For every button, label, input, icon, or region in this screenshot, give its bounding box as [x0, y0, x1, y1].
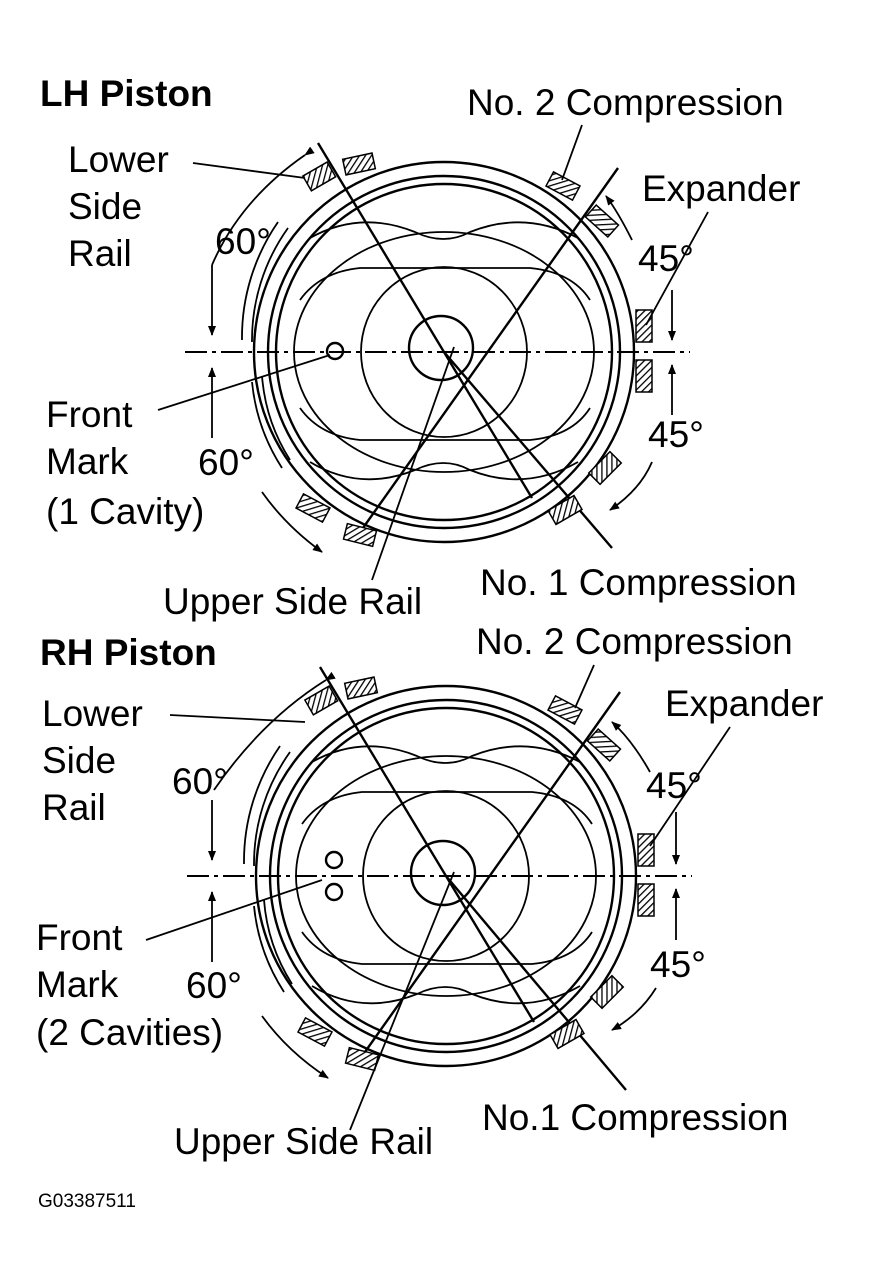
rh-angle-top-left: 60°	[172, 761, 228, 802]
rh-lower-side-rail-line1: Lower	[42, 693, 143, 734]
lh-lower-side-rail-line3: Rail	[68, 233, 132, 274]
rh-piston-group: RH Piston	[36, 621, 823, 1162]
rh-no2-compression-label: No. 2 Compression	[476, 621, 793, 662]
lh-front-mark-line2: Mark	[46, 441, 129, 482]
rh-front-mark-line2: Mark	[36, 964, 119, 1005]
rh-angle-bottom-left: 60°	[186, 965, 242, 1006]
lh-lower-side-rail-line2: Side	[68, 186, 142, 227]
lh-angle-top-right: 45°	[638, 238, 694, 279]
rh-lower-side-rail-line3: Rail	[42, 787, 106, 828]
lh-piston-title: LH Piston	[40, 73, 213, 114]
lh-upper-side-rail-label: Upper Side Rail	[163, 581, 422, 622]
lh-no1-compression-label: No. 1 Compression	[480, 562, 797, 603]
lh-angle-bottom-left: 60°	[198, 442, 254, 483]
lh-lower-side-rail-line1: Lower	[68, 139, 169, 180]
lh-angle-top-left: 60°	[215, 221, 271, 262]
rh-lower-side-rail-line2: Side	[42, 740, 116, 781]
lh-front-mark-line1: Front	[46, 394, 133, 435]
lh-piston-drawing	[157, 124, 709, 581]
rh-expander-label: Expander	[665, 683, 823, 724]
lh-angle-bottom-right: 45°	[648, 414, 704, 455]
lh-expander-label: Expander	[642, 168, 800, 209]
rh-angle-top-right: 45°	[646, 765, 702, 806]
rh-piston-title: RH Piston	[40, 632, 217, 673]
figure-code: G03387511	[38, 1191, 136, 1212]
rh-piston-drawing	[145, 664, 731, 1131]
lh-no2-compression-label: No. 2 Compression	[467, 82, 784, 123]
lh-piston-group: LH Piston	[40, 73, 800, 622]
rh-upper-side-rail-label: Upper Side Rail	[174, 1121, 433, 1162]
rh-angle-bottom-right: 45°	[650, 944, 706, 985]
lh-front-mark-line3: (1 Cavity)	[46, 491, 204, 532]
rh-no1-compression-label: No.1 Compression	[482, 1097, 788, 1138]
rh-front-mark-line1: Front	[36, 917, 123, 958]
rh-front-mark-line3: (2 Cavities)	[36, 1012, 223, 1053]
